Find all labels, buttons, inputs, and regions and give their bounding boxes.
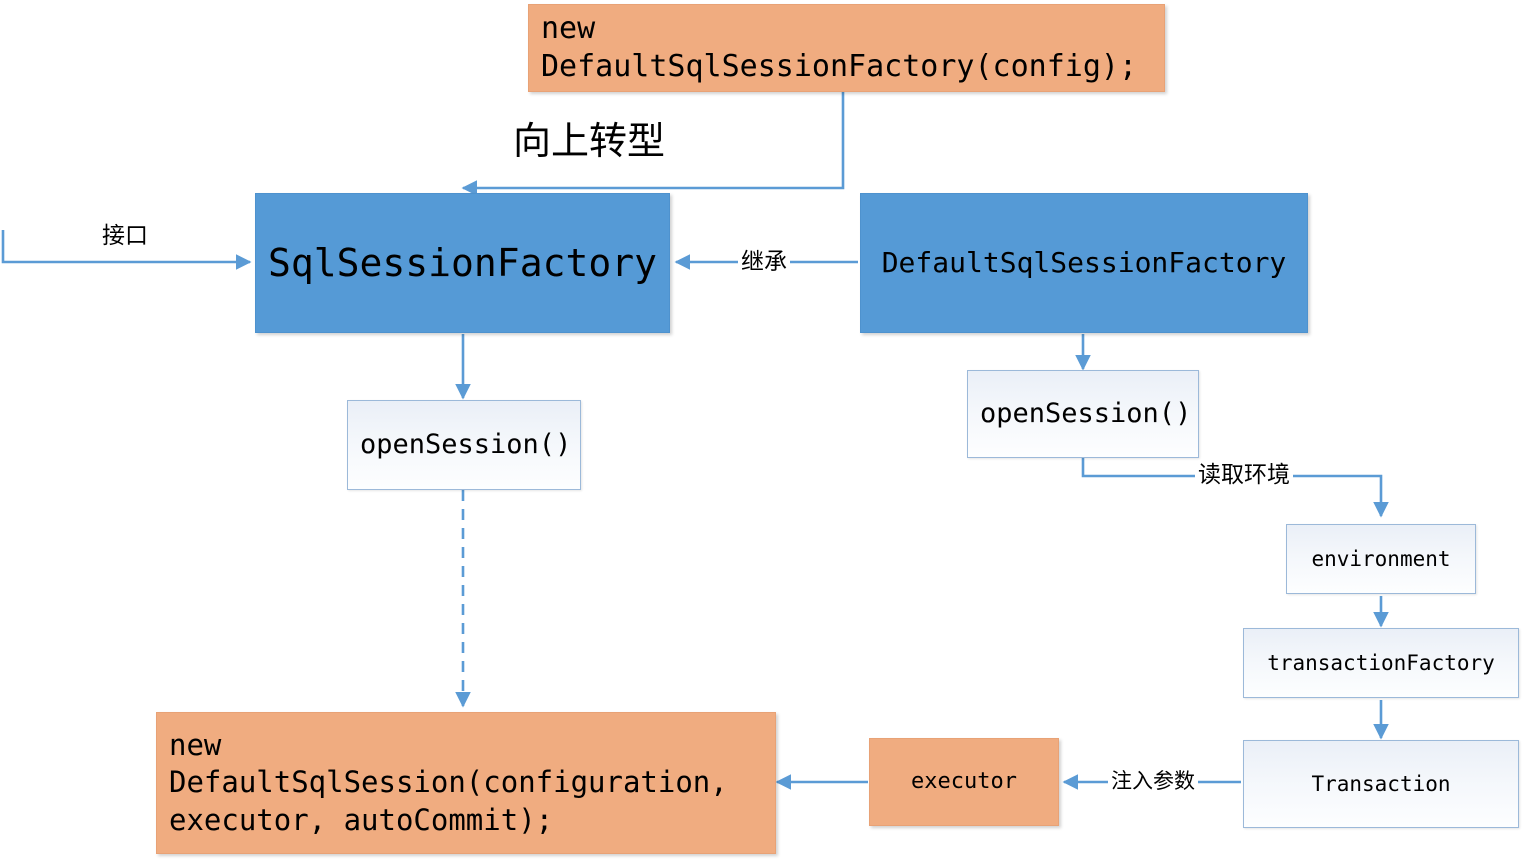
node-environment[interactable]: environment bbox=[1286, 524, 1476, 594]
node-default-sql-session-factory[interactable]: DefaultSqlSessionFactory bbox=[860, 193, 1308, 333]
node-label: new DefaultSqlSessionFactory(config); bbox=[541, 10, 1138, 84]
node-new-default-sql-session[interactable]: new DefaultSqlSession(configuration, exe… bbox=[156, 712, 776, 854]
node-label: transactionFactory bbox=[1267, 650, 1495, 675]
edge-label-read-environment: 读取环境 bbox=[1195, 464, 1293, 487]
node-label: SqlSessionFactory bbox=[268, 240, 657, 285]
node-label: openSession() bbox=[980, 397, 1192, 429]
edge-label-upcast: 向上转型 bbox=[513, 119, 666, 163]
node-open-session-left[interactable]: openSession() bbox=[347, 400, 581, 490]
node-label: executor bbox=[911, 768, 1017, 794]
node-label: DefaultSqlSessionFactory bbox=[881, 246, 1287, 280]
edge-label-interface: 接口 bbox=[99, 225, 151, 248]
node-label: openSession() bbox=[360, 428, 572, 460]
node-sql-session-factory[interactable]: SqlSessionFactory bbox=[255, 193, 670, 333]
node-label: Transaction bbox=[1311, 771, 1451, 796]
node-new-default-sql-session-factory[interactable]: new DefaultSqlSessionFactory(config); bbox=[528, 4, 1165, 92]
node-open-session-right[interactable]: openSession() bbox=[967, 370, 1199, 458]
node-transaction-factory[interactable]: transactionFactory bbox=[1243, 628, 1519, 698]
edge-label-inject-params: 注入参数 bbox=[1108, 771, 1198, 792]
node-label: environment bbox=[1311, 546, 1451, 571]
edge-label-inherit: 继承 bbox=[738, 251, 790, 274]
node-executor[interactable]: executor bbox=[869, 738, 1059, 826]
node-label: new DefaultSqlSession(configuration, exe… bbox=[169, 728, 728, 837]
node-transaction[interactable]: Transaction bbox=[1243, 740, 1519, 828]
